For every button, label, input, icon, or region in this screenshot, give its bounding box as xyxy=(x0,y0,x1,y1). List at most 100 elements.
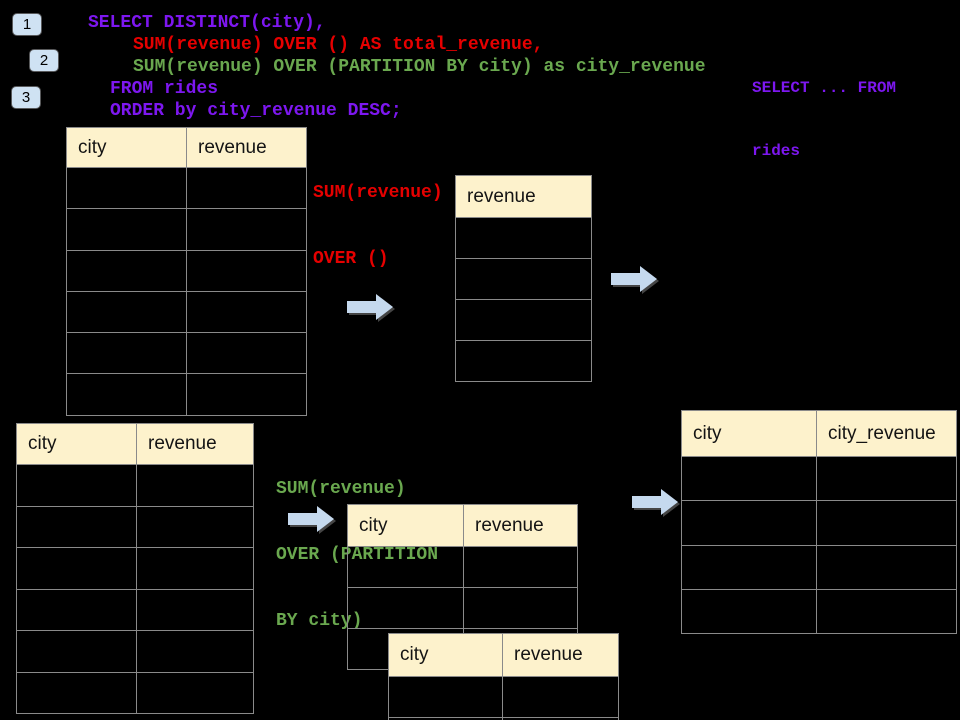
flow-arrow-right-3 xyxy=(288,506,334,532)
empty-cell xyxy=(66,332,187,375)
empty-cell xyxy=(16,505,137,548)
empty-cell xyxy=(186,166,307,210)
column-header-city: city xyxy=(388,633,503,677)
table-row xyxy=(66,208,307,251)
empty-cell xyxy=(136,505,254,548)
table-row xyxy=(455,340,592,382)
empty-cell xyxy=(681,544,817,590)
annotation-over-partition-line-1: SUM(revenue) xyxy=(276,479,406,499)
empty-cell xyxy=(186,249,307,292)
step-badge-1: 1 xyxy=(12,13,42,36)
sql-line-from: FROM rides xyxy=(110,79,219,99)
sql-line-total-revenue: SUM(revenue) OVER () AS total_revenue, xyxy=(133,35,544,55)
step-badge-2: 2 xyxy=(29,49,59,72)
table-row xyxy=(681,500,957,546)
table-row xyxy=(455,299,592,341)
empty-cell xyxy=(66,373,187,416)
empty-cell xyxy=(16,630,137,673)
table-row xyxy=(455,217,592,259)
empty-cell xyxy=(16,588,137,631)
table-row xyxy=(16,505,254,548)
table-row xyxy=(66,373,307,416)
empty-cell xyxy=(16,464,137,507)
table-total-revenue-result: revenue xyxy=(455,175,592,382)
empty-cell xyxy=(681,500,817,546)
empty-cell xyxy=(16,671,137,714)
table-row xyxy=(66,249,307,292)
empty-cell xyxy=(186,373,307,416)
sql-line-city-revenue: SUM(revenue) OVER (PARTITION BY city) as… xyxy=(133,57,706,77)
column-header-city: city xyxy=(347,504,464,547)
column-header-city_revenue: city_revenue xyxy=(816,410,957,457)
empty-cell xyxy=(66,208,187,251)
empty-cell xyxy=(136,671,254,714)
table-row xyxy=(16,588,254,631)
column-header-revenue: revenue xyxy=(502,633,619,677)
empty-cell xyxy=(347,546,464,588)
step-badge-3-label: 3 xyxy=(21,89,31,106)
empty-cell xyxy=(681,588,817,635)
empty-cell xyxy=(455,299,592,341)
annotation-over-empty-line-1: SUM(revenue) xyxy=(313,183,443,203)
empty-cell xyxy=(66,166,187,210)
annotation-over-empty-line-2: OVER () xyxy=(313,249,389,269)
table-row xyxy=(388,676,619,718)
step-badge-1-label: 1 xyxy=(22,16,32,33)
table-row xyxy=(16,464,254,507)
empty-cell xyxy=(455,340,592,382)
table-row xyxy=(66,290,307,334)
sql-line-order-by: ORDER by city_revenue DESC; xyxy=(110,101,402,121)
table-header-row: revenue xyxy=(455,175,592,218)
empty-cell xyxy=(136,630,254,673)
empty-cell xyxy=(16,547,137,590)
sql-note-line-1: SELECT ... FROM xyxy=(752,79,897,97)
table-row xyxy=(66,332,307,375)
empty-cell xyxy=(388,676,503,718)
empty-cell xyxy=(136,547,254,590)
empty-cell xyxy=(186,208,307,251)
flow-arrow-right-4 xyxy=(632,489,678,515)
column-header-revenue: revenue xyxy=(186,127,307,168)
empty-cell xyxy=(816,455,957,502)
table-row xyxy=(66,166,307,210)
column-header-revenue: revenue xyxy=(463,504,578,547)
empty-cell xyxy=(455,217,592,259)
table-row xyxy=(388,717,619,720)
column-header-revenue: revenue xyxy=(136,423,254,465)
step-badge-3: 3 xyxy=(11,86,41,109)
column-header-city: city xyxy=(16,423,137,465)
empty-cell xyxy=(502,676,619,718)
empty-cell xyxy=(463,587,578,629)
empty-cell xyxy=(816,500,957,546)
empty-cell xyxy=(347,587,464,629)
empty-cell xyxy=(136,464,254,507)
empty-cell xyxy=(681,455,817,502)
step-badge-2-label: 2 xyxy=(39,52,49,69)
sql-note-select-from-rides: SELECT ... FROM rides xyxy=(752,36,896,204)
empty-cell xyxy=(463,546,578,588)
table-row xyxy=(681,588,957,635)
sql-line-select-distinct: SELECT DISTINCT(city), xyxy=(88,13,326,33)
table-row xyxy=(347,587,578,629)
empty-cell xyxy=(455,258,592,300)
flow-arrow-right-1 xyxy=(347,294,393,320)
empty-cell xyxy=(136,588,254,631)
table-row xyxy=(455,258,592,300)
flow-arrow-right-2 xyxy=(611,266,657,292)
table-row xyxy=(681,544,957,590)
column-header-revenue: revenue xyxy=(455,175,592,218)
table-row xyxy=(16,671,254,714)
empty-cell xyxy=(186,290,307,334)
table-row xyxy=(16,630,254,673)
sql-note-line-2: rides xyxy=(752,142,801,160)
